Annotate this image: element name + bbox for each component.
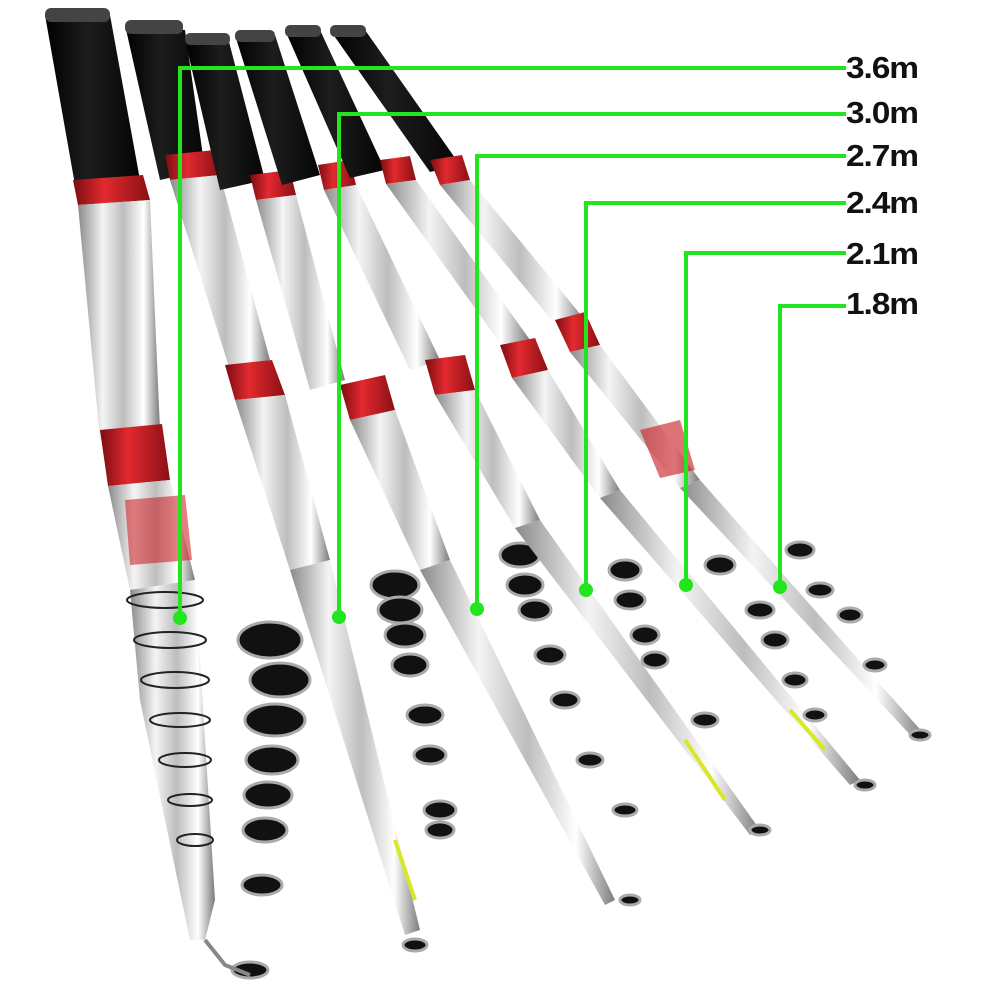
callout-line-3-6m xyxy=(178,66,846,618)
callout-dot-1-8m xyxy=(773,580,787,594)
fishing-rod-3-6m xyxy=(45,8,312,980)
length-label-2-4m: 2.4m xyxy=(846,185,919,220)
callout-line-1-8m xyxy=(778,304,846,587)
length-label-3-0m: 3.0m xyxy=(846,95,919,130)
callout-dot-2-1m xyxy=(679,578,693,592)
callout-line-2-4m xyxy=(584,201,846,590)
callout-dot-2-4m xyxy=(579,583,593,597)
callout-line-3-0m xyxy=(337,112,846,617)
length-label-3-6m: 3.6m xyxy=(846,50,919,85)
callout-dot-2-7m xyxy=(470,602,484,616)
callout-dot-3-6m xyxy=(173,611,187,625)
length-label-2-7m: 2.7m xyxy=(846,138,919,173)
fishing-rod-1-8m xyxy=(330,25,932,742)
callout-dots xyxy=(173,578,787,625)
callout-line-2-1m xyxy=(684,251,846,585)
fishing-rod-3-0m xyxy=(125,20,458,953)
length-label-1-8m: 1.8m xyxy=(846,286,919,321)
fishing-rod-2-7m xyxy=(185,33,642,907)
callout-line-2-7m xyxy=(475,154,846,609)
callout-dot-3-0m xyxy=(332,610,346,624)
fishing-rod-2-4m xyxy=(235,30,772,837)
length-callouts xyxy=(178,66,846,618)
length-label-2-1m: 2.1m xyxy=(846,236,919,271)
